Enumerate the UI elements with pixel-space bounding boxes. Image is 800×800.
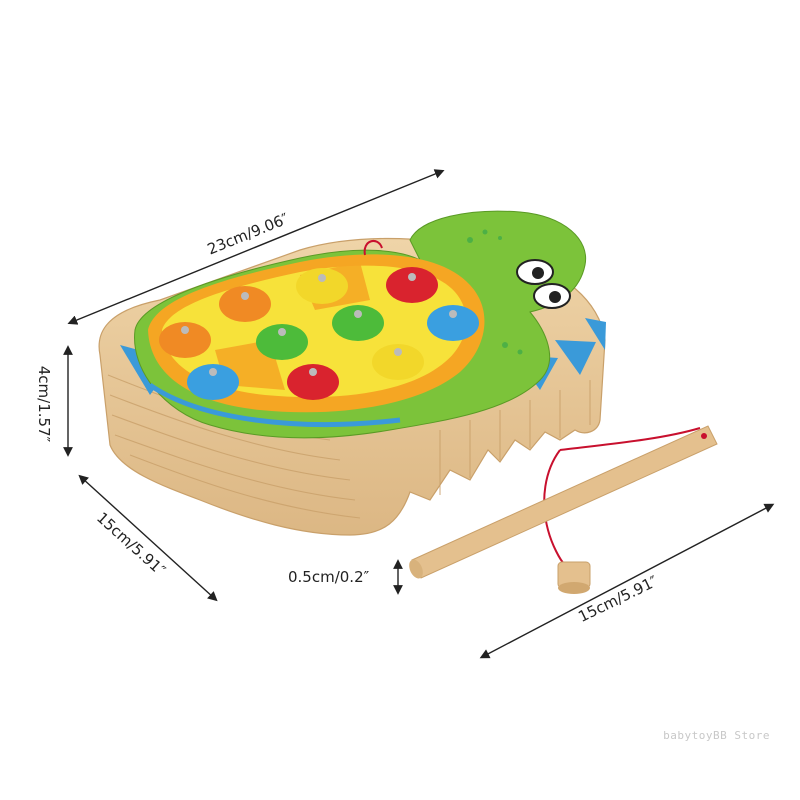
length-arrow — [67, 169, 445, 325]
fish-piece — [159, 322, 211, 358]
fishing-rod — [409, 425, 718, 594]
fish-piece — [372, 344, 424, 380]
rod-diameter-label: 0.5cm/0.2″ — [288, 568, 370, 586]
fish-piece — [296, 268, 348, 304]
fish-pieces — [159, 267, 479, 400]
fish-piece — [287, 364, 339, 400]
dinosaur-eyes — [516, 259, 571, 309]
fish-piece — [187, 364, 239, 400]
height-label: 4cm/1.57″ — [35, 365, 54, 443]
width-arrow — [78, 474, 218, 602]
fish-piece — [427, 305, 479, 341]
fish-piece — [219, 286, 271, 322]
fish-piece — [332, 305, 384, 341]
rod-length-arrow — [479, 503, 775, 659]
store-watermark: babytoyBB Store — [663, 729, 770, 742]
dimension-arrows — [63, 169, 775, 659]
fish-piece — [386, 267, 438, 303]
fish-piece — [256, 324, 308, 360]
